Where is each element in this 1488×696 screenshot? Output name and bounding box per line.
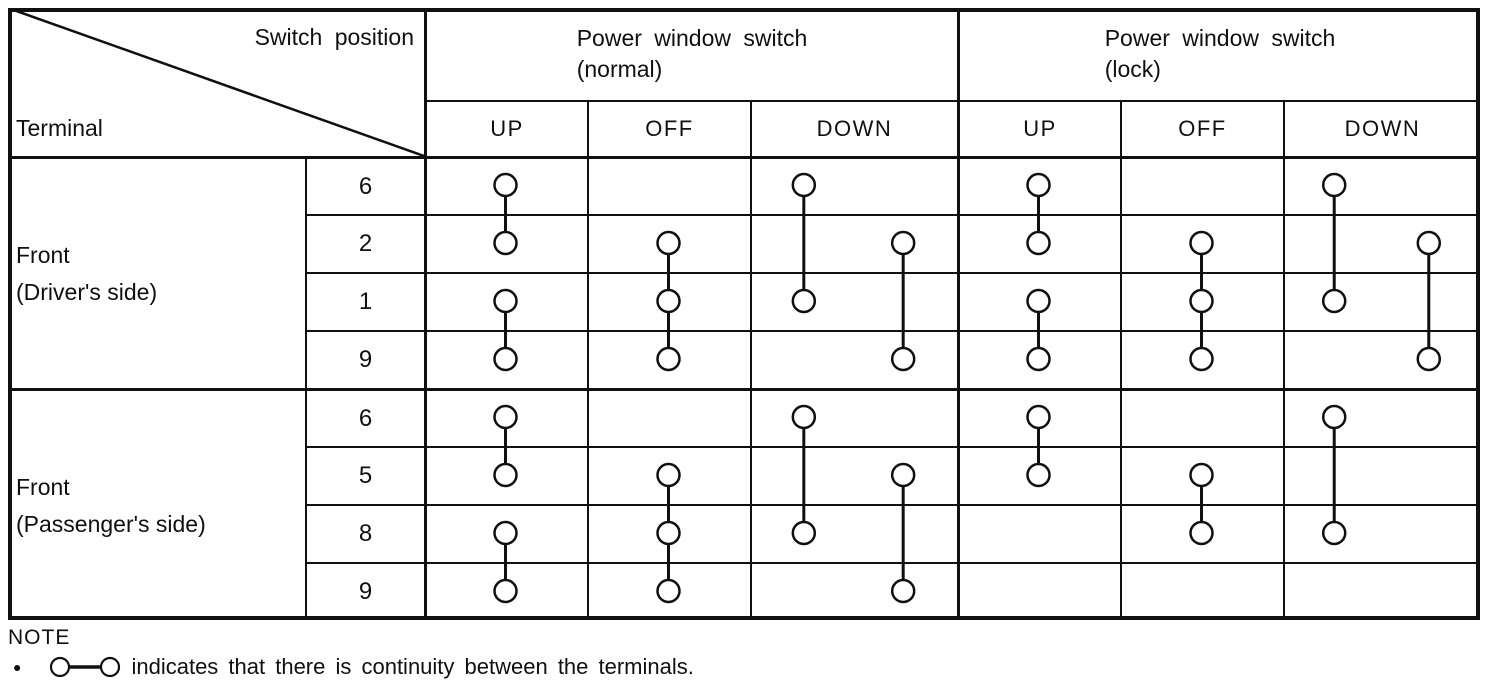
continuity-cell xyxy=(424,330,587,388)
continuity-cell xyxy=(957,272,1120,330)
continuity-cell xyxy=(587,388,750,446)
continuity-cell xyxy=(424,504,587,562)
continuity-cell xyxy=(587,562,750,620)
switch-position-label: Switch position xyxy=(254,24,414,50)
group-lock-title: Power window switch xyxy=(1104,24,1336,51)
position-header-normal-off: OFF xyxy=(587,100,750,156)
continuity-cell xyxy=(750,446,957,504)
continuity-cell xyxy=(750,272,957,330)
continuity-cell xyxy=(1120,330,1283,388)
continuity-table: Switch position Terminal Power window sw… xyxy=(8,8,1480,620)
continuity-cell xyxy=(424,388,587,446)
continuity-cell xyxy=(957,562,1120,620)
continuity-cell xyxy=(587,272,750,330)
continuity-cell xyxy=(1120,504,1283,562)
continuity-cell xyxy=(587,446,750,504)
group-header-lock: Power window switch (lock) xyxy=(957,8,1480,100)
continuity-cell xyxy=(587,330,750,388)
continuity-cell xyxy=(1120,388,1283,446)
continuity-cell xyxy=(957,504,1120,562)
note-section: NOTE ● indicates that there is continuit… xyxy=(8,626,1108,680)
continuity-cell xyxy=(957,446,1120,504)
continuity-cell xyxy=(424,446,587,504)
diagonal-divider-line xyxy=(8,8,424,156)
continuity-cell xyxy=(1120,446,1283,504)
position-header-normal-down: DOWN xyxy=(750,100,957,156)
continuity-cell xyxy=(750,562,957,620)
continuity-cell xyxy=(1283,214,1480,272)
terminal-cell: 8 xyxy=(305,504,424,562)
continuity-cell xyxy=(750,504,957,562)
continuity-cell xyxy=(1283,156,1480,214)
continuity-cell xyxy=(957,214,1120,272)
position-header-lock-down: DOWN xyxy=(1283,100,1480,156)
continuity-cell xyxy=(587,214,750,272)
continuity-symbol-icon xyxy=(50,656,121,678)
side-label: Front(Driver's side) xyxy=(8,156,305,388)
group-header-normal: Power window switch (normal) xyxy=(424,8,957,100)
terminal-cell: 2 xyxy=(305,214,424,272)
continuity-cell xyxy=(1283,504,1480,562)
continuity-cell xyxy=(750,156,957,214)
continuity-cell xyxy=(424,272,587,330)
corner-header-cell: Switch position Terminal xyxy=(8,8,424,156)
note-text: indicates that there is continuity betwe… xyxy=(131,654,694,679)
position-header-lock-up: UP xyxy=(957,100,1120,156)
continuity-cell xyxy=(957,388,1120,446)
continuity-cell xyxy=(750,330,957,388)
terminal-cell: 5 xyxy=(305,446,424,504)
continuity-cell xyxy=(1283,446,1480,504)
continuity-cell xyxy=(957,330,1120,388)
continuity-cell xyxy=(1283,272,1480,330)
position-header-lock-off: OFF xyxy=(1120,100,1283,156)
continuity-cell xyxy=(587,504,750,562)
continuity-cell xyxy=(750,214,957,272)
continuity-cell xyxy=(1120,272,1283,330)
note-heading: NOTE xyxy=(8,626,71,649)
continuity-cell xyxy=(1283,562,1480,620)
position-header-normal-up: UP xyxy=(424,100,587,156)
continuity-cell xyxy=(424,562,587,620)
bullet-icon: ● xyxy=(13,659,22,675)
continuity-cell xyxy=(1120,562,1283,620)
group-normal-subtitle: (normal) xyxy=(576,56,663,82)
continuity-cell xyxy=(587,156,750,214)
terminal-cell: 6 xyxy=(305,388,424,446)
continuity-cell xyxy=(1283,388,1480,446)
terminal-label: Terminal xyxy=(16,115,103,141)
continuity-cell xyxy=(424,214,587,272)
continuity-cell xyxy=(424,156,587,214)
terminal-cell: 9 xyxy=(305,562,424,620)
terminal-cell: 1 xyxy=(305,272,424,330)
continuity-cell xyxy=(1120,214,1283,272)
continuity-cell xyxy=(750,388,957,446)
group-lock-subtitle: (lock) xyxy=(1104,56,1161,82)
note-line: ● indicates that there is continuity bet… xyxy=(8,654,1108,680)
terminal-cell: 9 xyxy=(305,330,424,388)
terminal-cell: 6 xyxy=(305,156,424,214)
continuity-cell xyxy=(1120,156,1283,214)
continuity-cell xyxy=(957,156,1120,214)
group-normal-title: Power window switch xyxy=(576,24,808,51)
continuity-cell xyxy=(1283,330,1480,388)
side-label: Front(Passenger's side) xyxy=(8,388,305,620)
